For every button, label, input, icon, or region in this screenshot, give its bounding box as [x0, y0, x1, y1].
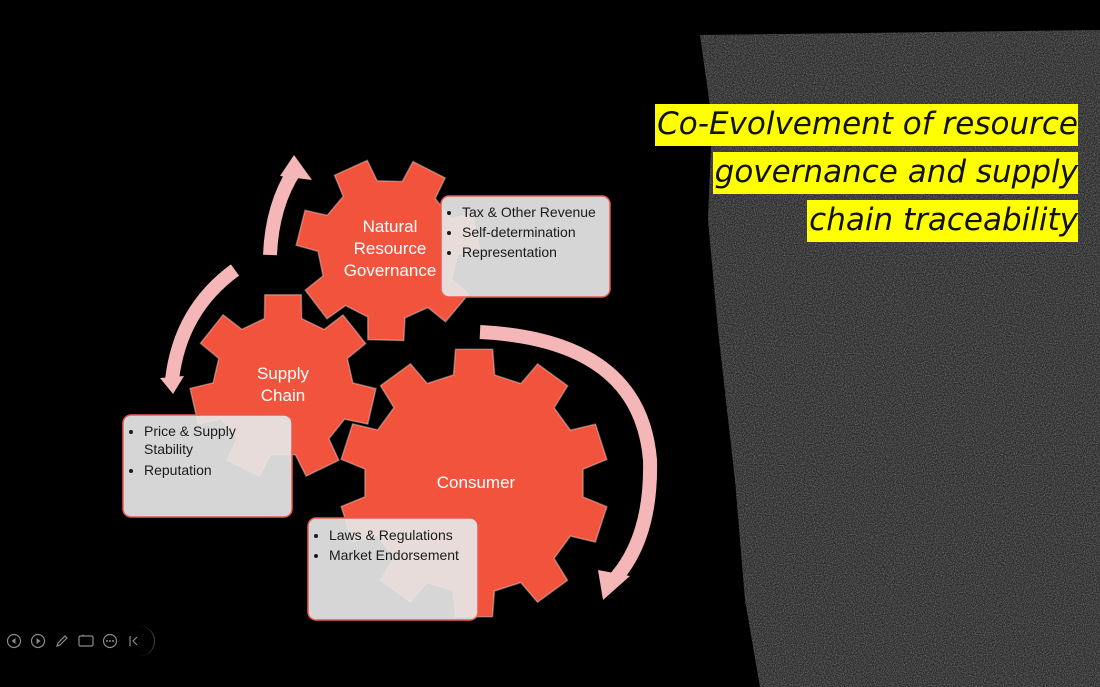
title-line-3: chain traceability	[807, 200, 1078, 242]
collapse-icon[interactable]	[124, 631, 144, 651]
more-icon[interactable]	[100, 631, 120, 651]
list-item: Tax & Other Revenue	[462, 202, 606, 222]
next-icon[interactable]	[28, 631, 48, 651]
pen-icon[interactable]	[52, 631, 72, 651]
arrowhead-down	[598, 570, 630, 600]
arrow-supply-to-natural	[263, 166, 301, 256]
list-item: Self-determination	[462, 222, 606, 242]
arrowhead-up	[280, 155, 312, 180]
arrow-natural-to-supply	[165, 264, 240, 381]
texture-grain	[700, 30, 1100, 687]
box-consumer	[307, 517, 479, 621]
presenter-toolbar	[0, 626, 155, 656]
list-item: Price & Supply Stability	[144, 422, 250, 458]
title-line-2: governance and supply	[712, 152, 1078, 194]
list-item: Market Endorsement	[329, 545, 473, 565]
gear-label-supply: Supply Chain	[257, 364, 309, 405]
box-natural	[440, 195, 611, 298]
list-item: Reputation	[144, 461, 250, 479]
arrowhead-left	[160, 376, 184, 394]
screen-icon[interactable]	[76, 631, 96, 651]
box-consumer-text: Laws & Regulations Market Endorsement	[315, 525, 473, 565]
slide-title: Co-Evolvement of resource governance and…	[598, 100, 1078, 244]
gear-label-consumer: Consumer	[436, 473, 516, 492]
box-natural-text: Tax & Other Revenue Self-determination R…	[448, 202, 606, 262]
arrow-consumer-cycle	[479, 325, 658, 587]
previous-icon[interactable]	[4, 631, 24, 651]
list-item: Representation	[462, 242, 606, 262]
gear-label-natural: Natural Resource Governance	[343, 217, 437, 280]
box-supply	[122, 414, 293, 518]
box-supply-text: Price & Supply Stability Reputation	[130, 422, 250, 479]
list-item: Laws & Regulations	[329, 525, 473, 545]
title-line-1: Co-Evolvement of resource	[655, 104, 1078, 146]
